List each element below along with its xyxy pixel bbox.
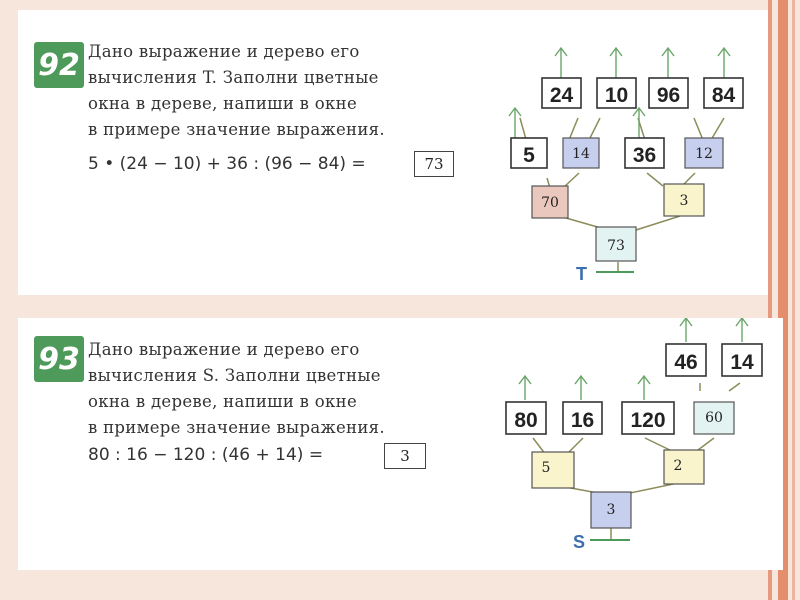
expression: 5 • (24 − 10) + 36 : (96 − 84) =	[88, 154, 366, 174]
tree-node-value: 73	[607, 238, 625, 254]
tree-root-node[interactable]	[590, 491, 632, 529]
expression: 80 : 16 − 120 : (46 + 14) =	[88, 445, 324, 465]
tree-node-value: 10	[605, 84, 628, 107]
decor-stripe	[778, 0, 788, 600]
tree-node-value: 70	[541, 195, 559, 211]
tree-node-value: 84	[712, 84, 736, 107]
task-text-line: в примере значение выражения.	[88, 418, 385, 437]
tree-node	[596, 77, 637, 109]
tree-root-node[interactable]	[595, 226, 637, 262]
tree-node-value: 3	[607, 502, 616, 518]
tree-node	[510, 137, 548, 169]
tree-node[interactable]	[531, 185, 569, 219]
tree-node	[541, 77, 582, 109]
tree-node-value: 24	[550, 84, 574, 107]
tree-label-T: T	[576, 264, 587, 284]
tree-label-S: S	[573, 532, 585, 552]
task-text-line: окна в дереве, напиши в окне	[88, 392, 358, 411]
tree-node-value: 14	[572, 146, 590, 162]
tree-node	[648, 77, 689, 109]
tree-node	[624, 137, 665, 169]
tree-node-value: 2	[674, 458, 683, 474]
answer-box[interactable]: 73	[414, 151, 454, 177]
task-text-line: Дано выражение и дерево его	[88, 42, 360, 61]
tree-node-value: 46	[674, 351, 697, 374]
tree-node-value: 3	[680, 193, 689, 209]
tree-node-value: 14	[730, 351, 754, 374]
decor-stripe	[792, 0, 795, 600]
tree-node	[562, 401, 603, 435]
tree-node-value: 120	[630, 409, 665, 432]
task-text-line: вычисления S. Заполни цветные	[88, 366, 381, 385]
decor-stripe	[768, 0, 772, 600]
task-text-line: окна в дереве, напиши в окне	[88, 94, 358, 113]
tree-node	[621, 401, 675, 435]
tree-node-value: 36	[633, 144, 656, 167]
task-text-line: вычисления T. Заполни цветные	[88, 68, 379, 87]
tree-node-value: 96	[657, 84, 680, 107]
tree-node-value: 5	[542, 460, 551, 476]
tree-node-value: 60	[705, 410, 723, 426]
tree-node	[505, 401, 547, 435]
tree-node[interactable]	[663, 449, 705, 485]
tree-node-value: 80	[514, 409, 537, 432]
tree-node[interactable]	[531, 451, 575, 489]
task-number-badge: 92	[34, 42, 84, 88]
task-92-panel: 92 Дано выражение и дерево его вычислени…	[18, 10, 768, 295]
tree-node[interactable]	[693, 401, 735, 435]
answer-box[interactable]: 3	[384, 443, 426, 469]
tree-node-value: 5	[523, 144, 535, 167]
tree-node	[703, 77, 744, 109]
tree-node	[665, 343, 707, 377]
task-number-badge: 93	[34, 336, 84, 382]
computation-tree: S 46 14 80 16 120 60 5 2 3	[505, 318, 763, 552]
computation-tree: T 24 10 96 84 5 14 36 12 70 3 73	[508, 46, 744, 284]
tree-node[interactable]	[663, 183, 705, 217]
tree-node[interactable]	[562, 137, 600, 169]
tree-node[interactable]	[684, 137, 724, 169]
tree-node-value: 16	[571, 409, 594, 432]
task-text-line: Дано выражение и дерево его	[88, 340, 360, 359]
tree-node-value: 12	[695, 146, 713, 162]
tree-node	[721, 343, 763, 377]
task-93-panel: 93 Дано выражение и дерево его вычислени…	[18, 318, 783, 570]
task-text-line: в примере значение выражения.	[88, 120, 385, 139]
